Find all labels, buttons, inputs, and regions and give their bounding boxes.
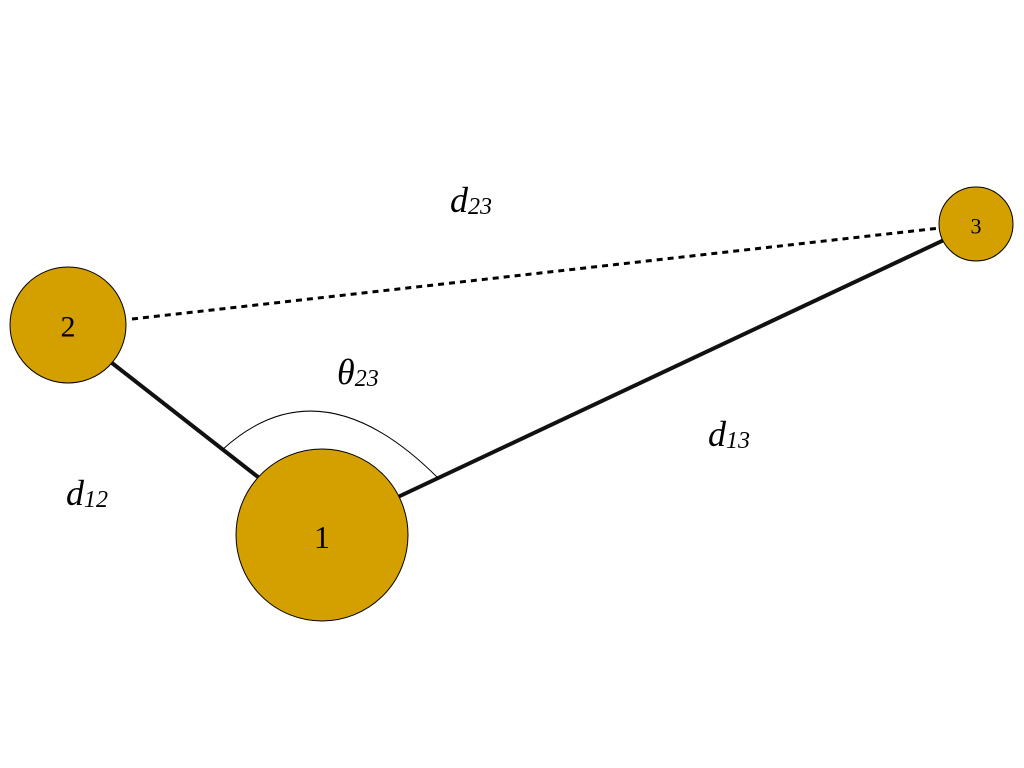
node-3-circle [938,186,1014,262]
node-2: 2 [9,266,127,384]
label-d12-main: d [66,473,85,513]
label-theta23: θ23 [337,352,379,392]
label-d13-sub: 13 [726,428,750,454]
node-2-label: 2 [61,311,76,344]
label-theta23-main: θ [337,352,355,392]
node-1-label: 1 [314,519,330,555]
label-d13: d13 [708,414,750,454]
node-3: 3 [938,186,1014,262]
label-d23-main: d [450,180,469,220]
edge-2-3 [131,226,941,321]
label-d13-main: d [708,414,727,454]
node-2-circle [9,266,127,384]
angle-arc-theta23 [221,410,439,479]
edge-1-2 [110,361,260,479]
node-1-circle [235,448,409,622]
node-3-label: 3 [971,214,982,239]
label-d12-sub: 12 [84,487,108,513]
label-theta23-sub: 23 [355,366,379,392]
edge-1-3 [398,238,946,498]
label-d23: d23 [450,180,492,220]
label-d23-sub: 23 [468,194,492,220]
label-d12: d12 [66,473,108,513]
node-1: 1 [235,448,409,622]
